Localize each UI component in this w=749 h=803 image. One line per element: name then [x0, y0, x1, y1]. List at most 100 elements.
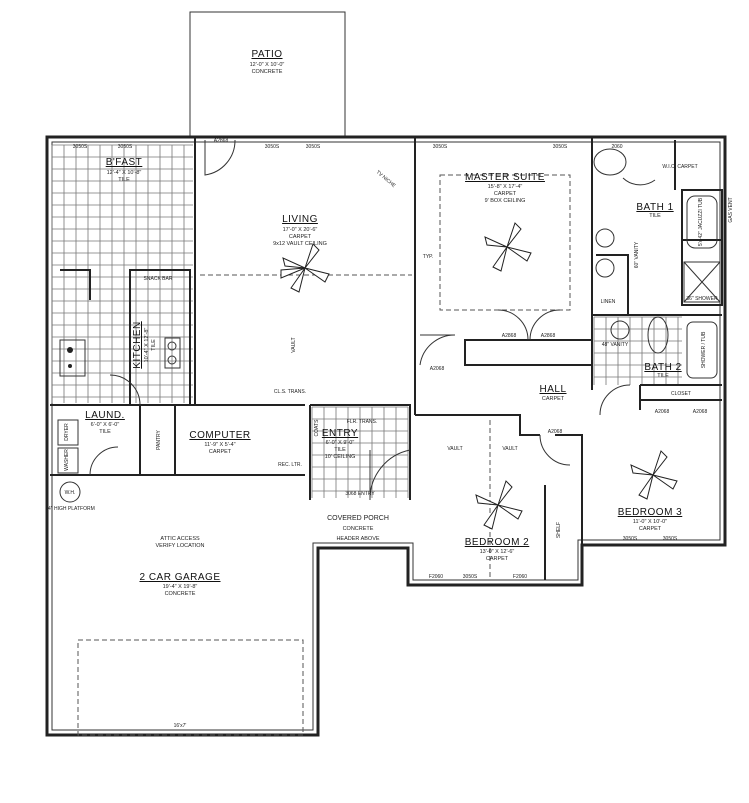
svg-text:FLR. TRANS.: FLR. TRANS.	[347, 419, 377, 425]
room-bedroom2: BEDROOM 2 13'-0" X 12'-6" CARPET	[465, 537, 530, 562]
sink-bath1-b	[595, 258, 615, 278]
svg-text:3050S: 3050S	[433, 144, 448, 150]
svg-text:TYP.: TYP.	[423, 254, 433, 260]
svg-text:LIVING: LIVING	[282, 214, 318, 225]
svg-text:3050S: 3050S	[265, 144, 280, 150]
svg-text:MASTER SUITE: MASTER SUITE	[465, 172, 545, 183]
range	[164, 337, 181, 369]
room-bedroom3: BEDROOM 3 11'-0" X 10'-0" CARPET	[618, 507, 682, 532]
svg-text:TILE: TILE	[657, 373, 669, 379]
svg-text:VAULT: VAULT	[447, 446, 462, 452]
svg-text:3050S: 3050S	[118, 144, 133, 150]
svg-text:17'-0" X 20'-6": 17'-0" X 20'-6"	[283, 227, 318, 233]
room-bath2: BATH 2 TILE	[644, 362, 681, 379]
svg-text:11'-0" X 10'-0": 11'-0" X 10'-0"	[633, 519, 667, 525]
room-kitchen: KITCHEN 10'-4" X 12'-8" TILE	[132, 321, 157, 368]
svg-text:CARPET: CARPET	[209, 449, 232, 455]
svg-text:GAS VENT: GAS VENT	[728, 197, 734, 222]
svg-text:A2868: A2868	[214, 138, 229, 144]
svg-text:DRYER: DRYER	[64, 423, 70, 441]
svg-text:3068 ENTRY: 3068 ENTRY	[345, 491, 375, 497]
shower	[683, 261, 721, 303]
svg-text:48" VANITY: 48" VANITY	[602, 342, 629, 348]
room-laundry: LAUND. 6'-0" X 6'-0" TILE	[85, 410, 124, 435]
svg-text:A2068: A2068	[693, 409, 708, 415]
svg-text:3050S: 3050S	[306, 144, 321, 150]
room-living: LIVING 17'-0" X 20'-6" CARPET 9x12 VAULT…	[273, 214, 327, 247]
svg-text:3050S: 3050S	[463, 574, 478, 580]
room-garage: ATTIC ACCESS VERIFY LOCATION 2 CAR GARAG…	[139, 536, 220, 597]
ceiling-fan-icon	[280, 243, 330, 293]
svg-text:TV NICHE: TV NICHE	[375, 169, 397, 189]
svg-text:A2068: A2068	[430, 366, 445, 372]
sink	[59, 339, 86, 377]
svg-text:5'x 42" JACUZZI TUB: 5'x 42" JACUZZI TUB	[698, 197, 704, 246]
svg-text:REC. LTR.: REC. LTR.	[278, 462, 302, 468]
svg-text:HALL: HALL	[539, 384, 566, 395]
svg-text:SHELF: SHELF	[556, 522, 562, 538]
svg-text:9' BOX CEILING: 9' BOX CEILING	[485, 198, 526, 204]
svg-text:BATH 2: BATH 2	[644, 362, 681, 373]
svg-text:19'-4" X 19'-8": 19'-4" X 19'-8"	[163, 584, 198, 590]
svg-text:LINEN: LINEN	[601, 299, 616, 305]
svg-text:A2868: A2868	[541, 333, 556, 339]
svg-text:3050S: 3050S	[623, 536, 638, 542]
svg-text:VERIFY LOCATION: VERIFY LOCATION	[155, 543, 204, 549]
interior-walls	[50, 137, 723, 580]
svg-text:15'-8" X 17'-4": 15'-8" X 17'-4"	[488, 184, 523, 190]
jacuzzi-tub	[686, 195, 718, 249]
svg-text:CARPET: CARPET	[494, 191, 517, 197]
room-covered-porch: COVERED PORCH CONCRETE HEADER ABOVE	[327, 515, 389, 542]
svg-text:60" VANITY: 60" VANITY	[634, 241, 640, 268]
svg-text:3050S: 3050S	[553, 144, 568, 150]
svg-text:COMPUTER: COMPUTER	[189, 430, 250, 441]
svg-text:TILE: TILE	[99, 429, 111, 435]
svg-text:10'-4" X 12'-8": 10'-4" X 12'-8"	[144, 328, 150, 363]
svg-text:F2060: F2060	[429, 574, 443, 580]
room-master-suite: MASTER SUITE 15'-8" X 17'-4" CARPET 9' B…	[465, 172, 545, 204]
svg-text:B'FAST: B'FAST	[106, 157, 143, 168]
svg-text:6'-0" X 6'-0": 6'-0" X 6'-0"	[91, 422, 120, 428]
svg-text:TILE: TILE	[118, 177, 130, 183]
svg-text:13'-0" X 12'-6": 13'-0" X 12'-6"	[480, 549, 515, 555]
svg-text:3050S: 3050S	[73, 144, 88, 150]
ceiling-fan-icon	[630, 450, 678, 500]
svg-text:16'x7': 16'x7'	[174, 723, 187, 729]
svg-text:TILE: TILE	[649, 213, 661, 219]
toilet-bath2	[647, 316, 669, 354]
svg-text:TILE: TILE	[334, 447, 346, 453]
room-hall: HALL CARPET	[539, 384, 566, 402]
svg-text:PATIO: PATIO	[251, 49, 282, 60]
svg-text:9x12 VAULT CEILING: 9x12 VAULT CEILING	[273, 241, 327, 247]
svg-text:BEDROOM 2: BEDROOM 2	[465, 537, 530, 548]
toilet-bath1	[593, 148, 627, 176]
svg-text:VAULT: VAULT	[291, 337, 297, 352]
svg-text:W.I.C. CARPET: W.I.C. CARPET	[662, 164, 697, 170]
svg-text:12'-4" X 10'-8": 12'-4" X 10'-8"	[107, 170, 142, 176]
water-heater	[59, 481, 81, 503]
room-bath1: BATH 1 TILE	[636, 202, 673, 219]
washer	[57, 447, 79, 474]
svg-text:12'-0" X 10'-0": 12'-0" X 10'-0"	[250, 62, 285, 68]
svg-text:CL.S. TRANS.: CL.S. TRANS.	[274, 389, 306, 395]
tile-grid-entry	[311, 406, 409, 498]
exterior-wall	[45, 135, 727, 737]
room-patio: PATIO 12'-0" X 10'-0" CONCRETE	[250, 49, 285, 75]
svg-text:2 CAR GARAGE: 2 CAR GARAGE	[139, 572, 220, 583]
sink-bath1-a	[595, 228, 615, 248]
svg-text:6'-0" X 9'-0": 6'-0" X 9'-0"	[326, 440, 355, 446]
svg-text:F2060: F2060	[513, 574, 527, 580]
svg-text:SNACK BAR: SNACK BAR	[144, 276, 173, 282]
svg-text:CLOSET: CLOSET	[671, 391, 691, 397]
svg-text:36" SHOWER: 36" SHOWER	[686, 296, 718, 302]
svg-text:KITCHEN: KITCHEN	[132, 321, 143, 368]
svg-text:COVERED PORCH: COVERED PORCH	[327, 515, 389, 522]
svg-text:COATS: COATS	[314, 419, 320, 437]
svg-text:CARPET: CARPET	[289, 234, 312, 240]
ceiling-fan-icon	[475, 480, 523, 530]
room-bfast: B'FAST 12'-4" X 10'-8" TILE	[106, 157, 143, 183]
shower-tub	[686, 321, 718, 379]
dryer	[57, 419, 79, 446]
svg-text:HEADER ABOVE: HEADER ABOVE	[336, 536, 379, 542]
svg-text:ENTRY: ENTRY	[322, 428, 358, 439]
